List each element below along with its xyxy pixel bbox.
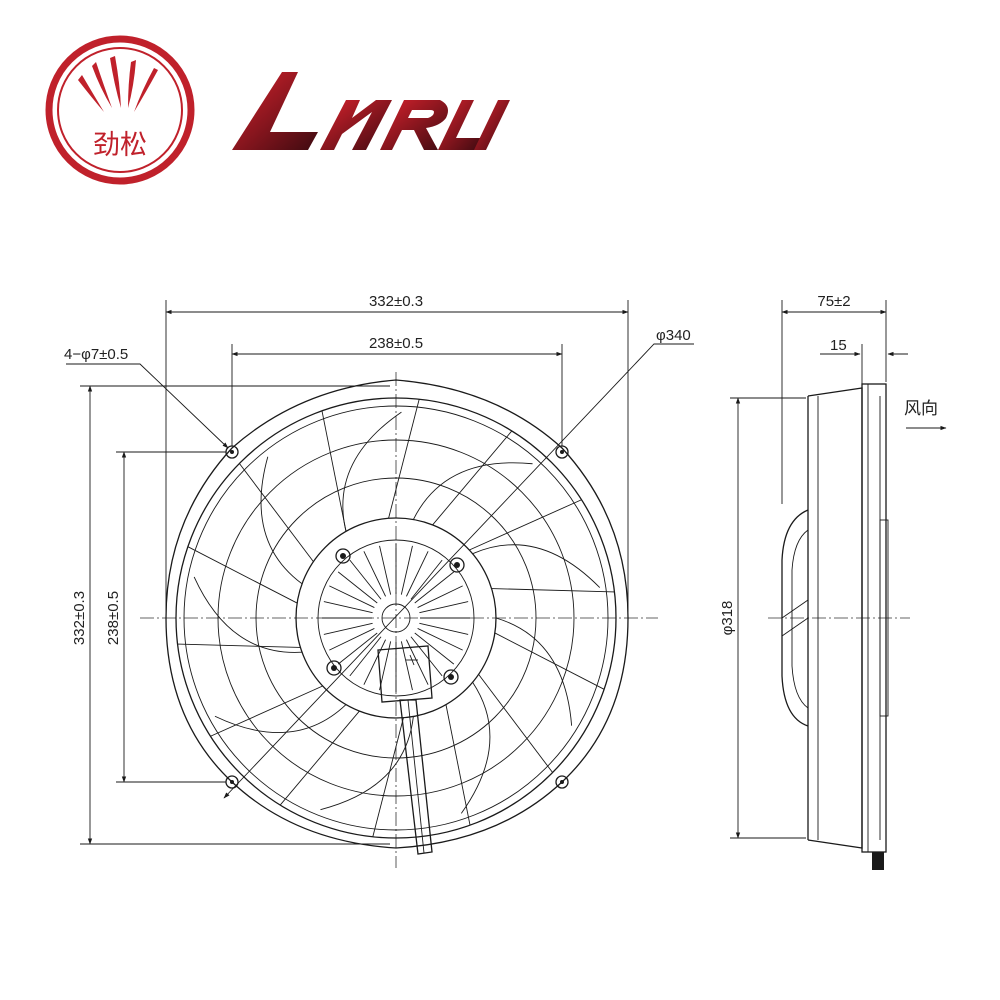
side-view: 75±2 15 φ318 风向	[719, 293, 947, 870]
fan-blade	[320, 716, 414, 811]
fan-shroud	[165, 379, 629, 849]
guard-spoke	[494, 632, 605, 690]
motor-fin	[419, 601, 469, 614]
fan-blade	[193, 576, 303, 653]
motor-fin	[417, 628, 463, 651]
wire-connector	[377, 645, 433, 855]
fan-blades	[193, 411, 601, 814]
brand-wordmark	[232, 72, 510, 150]
fan-blade	[342, 411, 402, 532]
front-view: 332±0.3 238±0.5 4−φ7±0.5 φ340 332±0.3	[64, 293, 694, 868]
guard-spokes	[177, 399, 615, 837]
motor-fin	[379, 545, 392, 595]
motor-center	[381, 603, 411, 633]
dim-holes-label: 4−φ7±0.5	[64, 346, 128, 363]
guard-spoke	[372, 717, 404, 837]
dim-overall-width-label: 332±0.3	[369, 293, 423, 310]
dim-hole-spacing-v-label: 238±0.5	[105, 591, 122, 645]
dim-hole-spacing-v: 238±0.5	[105, 451, 226, 783]
motor-fin	[363, 639, 386, 685]
dim-depth: 75±2	[781, 293, 887, 504]
guard-ring-3	[217, 439, 575, 797]
dim-flange-label: 15	[830, 337, 847, 354]
motor-fin	[400, 545, 413, 595]
motor-fin	[337, 571, 378, 604]
motor-fin	[349, 636, 382, 677]
flame-icon	[78, 56, 158, 112]
motor-bolts	[326, 548, 465, 685]
airflow-label: 风向	[904, 399, 938, 419]
guard-spoke	[445, 704, 471, 826]
motor-fin	[349, 559, 382, 600]
motor-fin	[363, 551, 386, 597]
motor-fin	[323, 622, 373, 635]
dim-diameter-front-label: φ340	[656, 327, 691, 344]
guard-spoke	[177, 643, 301, 648]
dim-overall-height: 332±0.3	[71, 385, 390, 845]
seal-text: 劲松	[93, 130, 147, 161]
fan-blade	[412, 462, 533, 520]
motor-fins	[322, 544, 470, 692]
dim-diameter-front: φ340	[223, 327, 694, 799]
motor-fin	[329, 628, 375, 651]
guard-spoke	[432, 430, 513, 526]
guard-outer-ring	[175, 397, 617, 839]
motor-fin	[410, 636, 443, 677]
guard-spoke	[187, 546, 298, 604]
mounting-holes	[225, 445, 569, 789]
fan-blade	[472, 544, 601, 588]
guard-spoke	[388, 399, 420, 519]
brand-seal-logo: 劲松	[45, 35, 195, 185]
fan-blade	[495, 617, 573, 726]
motor-fin	[329, 585, 375, 608]
motor-fin	[400, 641, 413, 691]
dim-holes: 4−φ7±0.5	[64, 346, 229, 449]
motor-fin	[414, 571, 455, 604]
motor-fin	[417, 585, 463, 608]
motor-fin	[419, 622, 469, 635]
dim-flange: 15	[820, 337, 908, 386]
guard-spoke	[469, 499, 582, 551]
dim-overall-height-label: 332±0.3	[71, 591, 88, 645]
motor-fin	[414, 632, 455, 665]
airflow-indicator: 风向	[904, 399, 947, 431]
guard-spoke	[210, 685, 323, 737]
dim-diameter-side-label: φ318	[719, 601, 736, 636]
dim-hole-spacing-h-label: 238±0.5	[369, 335, 423, 352]
motor-fin	[410, 559, 443, 600]
dim-diameter-side: φ318	[719, 397, 806, 839]
guard-ring-2	[183, 405, 609, 831]
guard-spoke	[491, 588, 615, 593]
guard-spoke	[239, 463, 314, 562]
side-cable	[872, 852, 884, 870]
side-motor-inner	[791, 529, 809, 709]
motor-fin	[337, 632, 378, 665]
guard-spoke	[321, 410, 347, 532]
motor-fin	[406, 551, 429, 597]
guard-spoke	[478, 674, 553, 773]
guard-ring-4	[255, 477, 537, 759]
motor-housing	[317, 539, 475, 697]
fan-blade	[460, 682, 491, 814]
guard-spoke	[279, 710, 360, 806]
dim-hole-spacing-h: 238±0.5	[231, 335, 563, 446]
fan-blade	[260, 456, 303, 585]
fan-blade	[214, 704, 347, 733]
dim-depth-label: 75±2	[817, 293, 850, 310]
dim-overall-width: 332±0.3	[165, 293, 629, 612]
motor-fin	[323, 601, 373, 614]
